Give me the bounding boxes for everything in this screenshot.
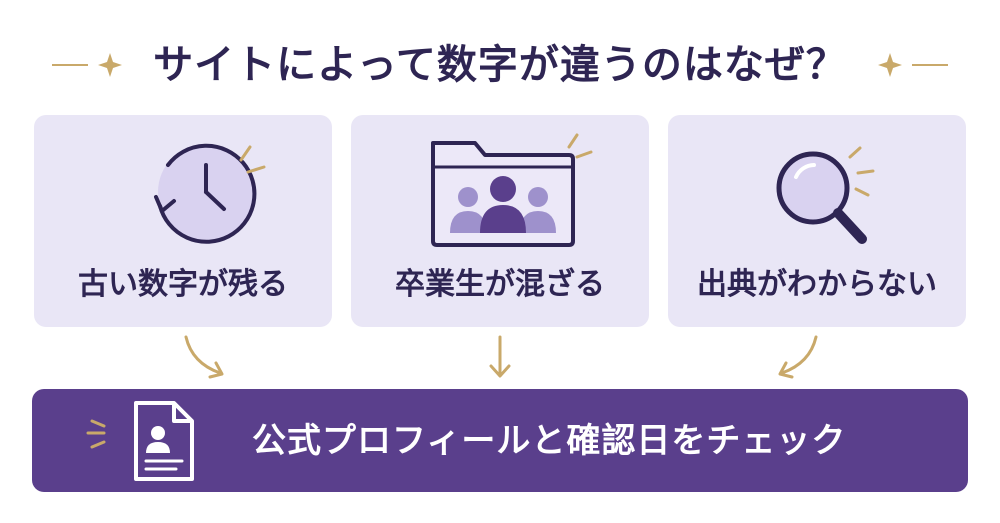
group-folder-icon	[431, 133, 593, 247]
card-label-unknown-source: 出典がわからない	[697, 267, 937, 302]
conclusion-banner: 公式プロフィールと確認日をチェック	[32, 389, 968, 492]
clock-history-icon	[154, 143, 266, 244]
sparkle-divider-left-icon	[52, 53, 122, 77]
magnifier-icon	[776, 146, 875, 244]
title-row: サイトによって数字が違うのはなぜ？	[0, 30, 1000, 100]
reason-card-graduates: 卒業生が混ざる	[351, 115, 649, 327]
card-label-old-numbers: 古い数字が残る	[78, 267, 288, 302]
reason-card-unknown-source: 出典がわからない	[668, 115, 966, 327]
page-title: サイトによって数字が違うのはなぜ？	[153, 42, 847, 88]
profile-document-icon	[86, 401, 194, 481]
sparkle-divider-right-icon	[878, 53, 948, 77]
curved-arrow-down-left-icon	[778, 335, 818, 379]
banner-label: 公式プロフィールと確認日をチェック	[252, 421, 847, 461]
curved-arrow-down-right-icon	[184, 335, 224, 379]
card-label-graduates: 卒業生が混ざる	[395, 267, 605, 302]
reason-card-old-numbers: 古い数字が残る	[34, 115, 332, 327]
arrow-down-icon	[489, 335, 511, 378]
